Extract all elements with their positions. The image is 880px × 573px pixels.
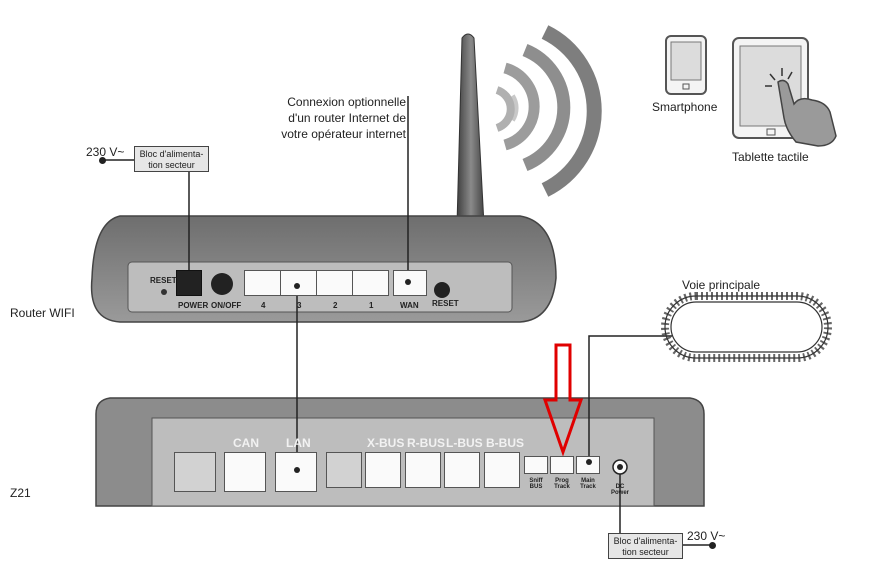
router-lan1-label: 1 [369,301,374,310]
router-reset-button [434,282,450,298]
label-line: Track [554,484,570,490]
cable-connector-dot [294,283,300,289]
router-label: Router WIFI [10,306,75,320]
z21-power-label: DC Power [606,484,634,496]
cable-connector-dot [294,467,300,473]
label-line: Track [580,484,596,490]
wifi-signal-icon [495,25,602,197]
connection-note-line: Connexion optionnelle [287,95,406,109]
track-oval-icon [661,292,832,362]
z21-label: Z21 [10,486,31,500]
z21-xbus-port [365,452,401,488]
z21-rbus-label: R-BUS [407,436,445,450]
connection-note: Connexion optionnelle d'un router Intern… [246,94,406,142]
z21-sniff-bus-port [524,456,548,474]
label-line: Prog [555,478,569,484]
router-lan-port-2 [316,270,353,296]
router-onoff-label: ON/OFF [211,301,242,310]
smartphone-icon [665,35,707,95]
highlight-arrow-icon [542,343,584,457]
label-line: DC [615,484,625,490]
router-onoff-button [211,273,233,295]
router-lan3-label: 3 [297,301,302,310]
z21-blank-port [174,452,216,492]
smartphone-label: Smartphone [652,100,718,114]
router-power-jack [176,270,202,296]
tablet-icon [732,37,837,147]
z21-lbus-port [444,452,480,488]
router-lan2-label: 2 [333,301,338,310]
mains-plug-dot [709,542,716,549]
mains-plug-dot [99,157,106,164]
connection-note-line: d'un router Internet de [288,111,406,125]
z21-main-track-label: Main Track [576,478,600,490]
voltage-label: 230 V~ [687,529,726,543]
z21-xbus-label: X-BUS [367,436,405,450]
z21-bbus-port [484,452,520,488]
label-line: BUS [529,484,543,490]
cable-connector-dot [405,279,411,285]
label-line: Sniff [529,478,543,484]
z21-prog-track-label: Prog Track [550,478,574,490]
voltage-label: 230 V~ [86,145,125,159]
router-lan-port-1 [352,270,389,296]
z21-main-track-port [576,456,600,474]
label-line: Main [581,478,595,484]
z21-blank-port [326,452,362,488]
tablet-label: Tablette tactile [732,150,809,164]
router-wan-label: WAN [400,301,419,310]
z21-lan-port [275,452,317,492]
router-lan4-label: 4 [261,301,266,310]
router-reset-hole [161,289,167,295]
cable-connector-dot [586,459,592,465]
z21-prog-track-port [550,456,574,474]
power-supply-line: Bloc d'alimenta- [613,536,678,546]
router-reset-right-label: RESET [432,299,459,308]
power-supply-line: tion secteur [622,547,669,557]
label-line: Power [610,490,629,496]
z21-lan-label: LAN [286,436,311,450]
router-power-label: POWER [178,301,209,310]
power-supply-box: Bloc d'alimenta- tion secteur [134,146,209,172]
connection-note-line: votre opérateur internet [281,127,406,141]
z21-can-label: CAN [233,436,259,450]
power-supply-line: Bloc d'alimenta- [139,149,204,159]
power-supply-line: tion secteur [148,160,195,170]
track-label: Voie principale [682,278,761,292]
power-supply-box: Bloc d'alimenta- tion secteur [608,533,683,559]
z21-can-port [224,452,266,492]
z21-sniff-bus-label: Sniff BUS [524,478,548,490]
z21-lbus-label: L-BUS [446,436,483,450]
router-lan-port-4 [244,270,281,296]
router-reset-left-label: RESET [150,276,177,285]
z21-rbus-port [405,452,441,488]
z21-bbus-label: B-BUS [486,436,524,450]
